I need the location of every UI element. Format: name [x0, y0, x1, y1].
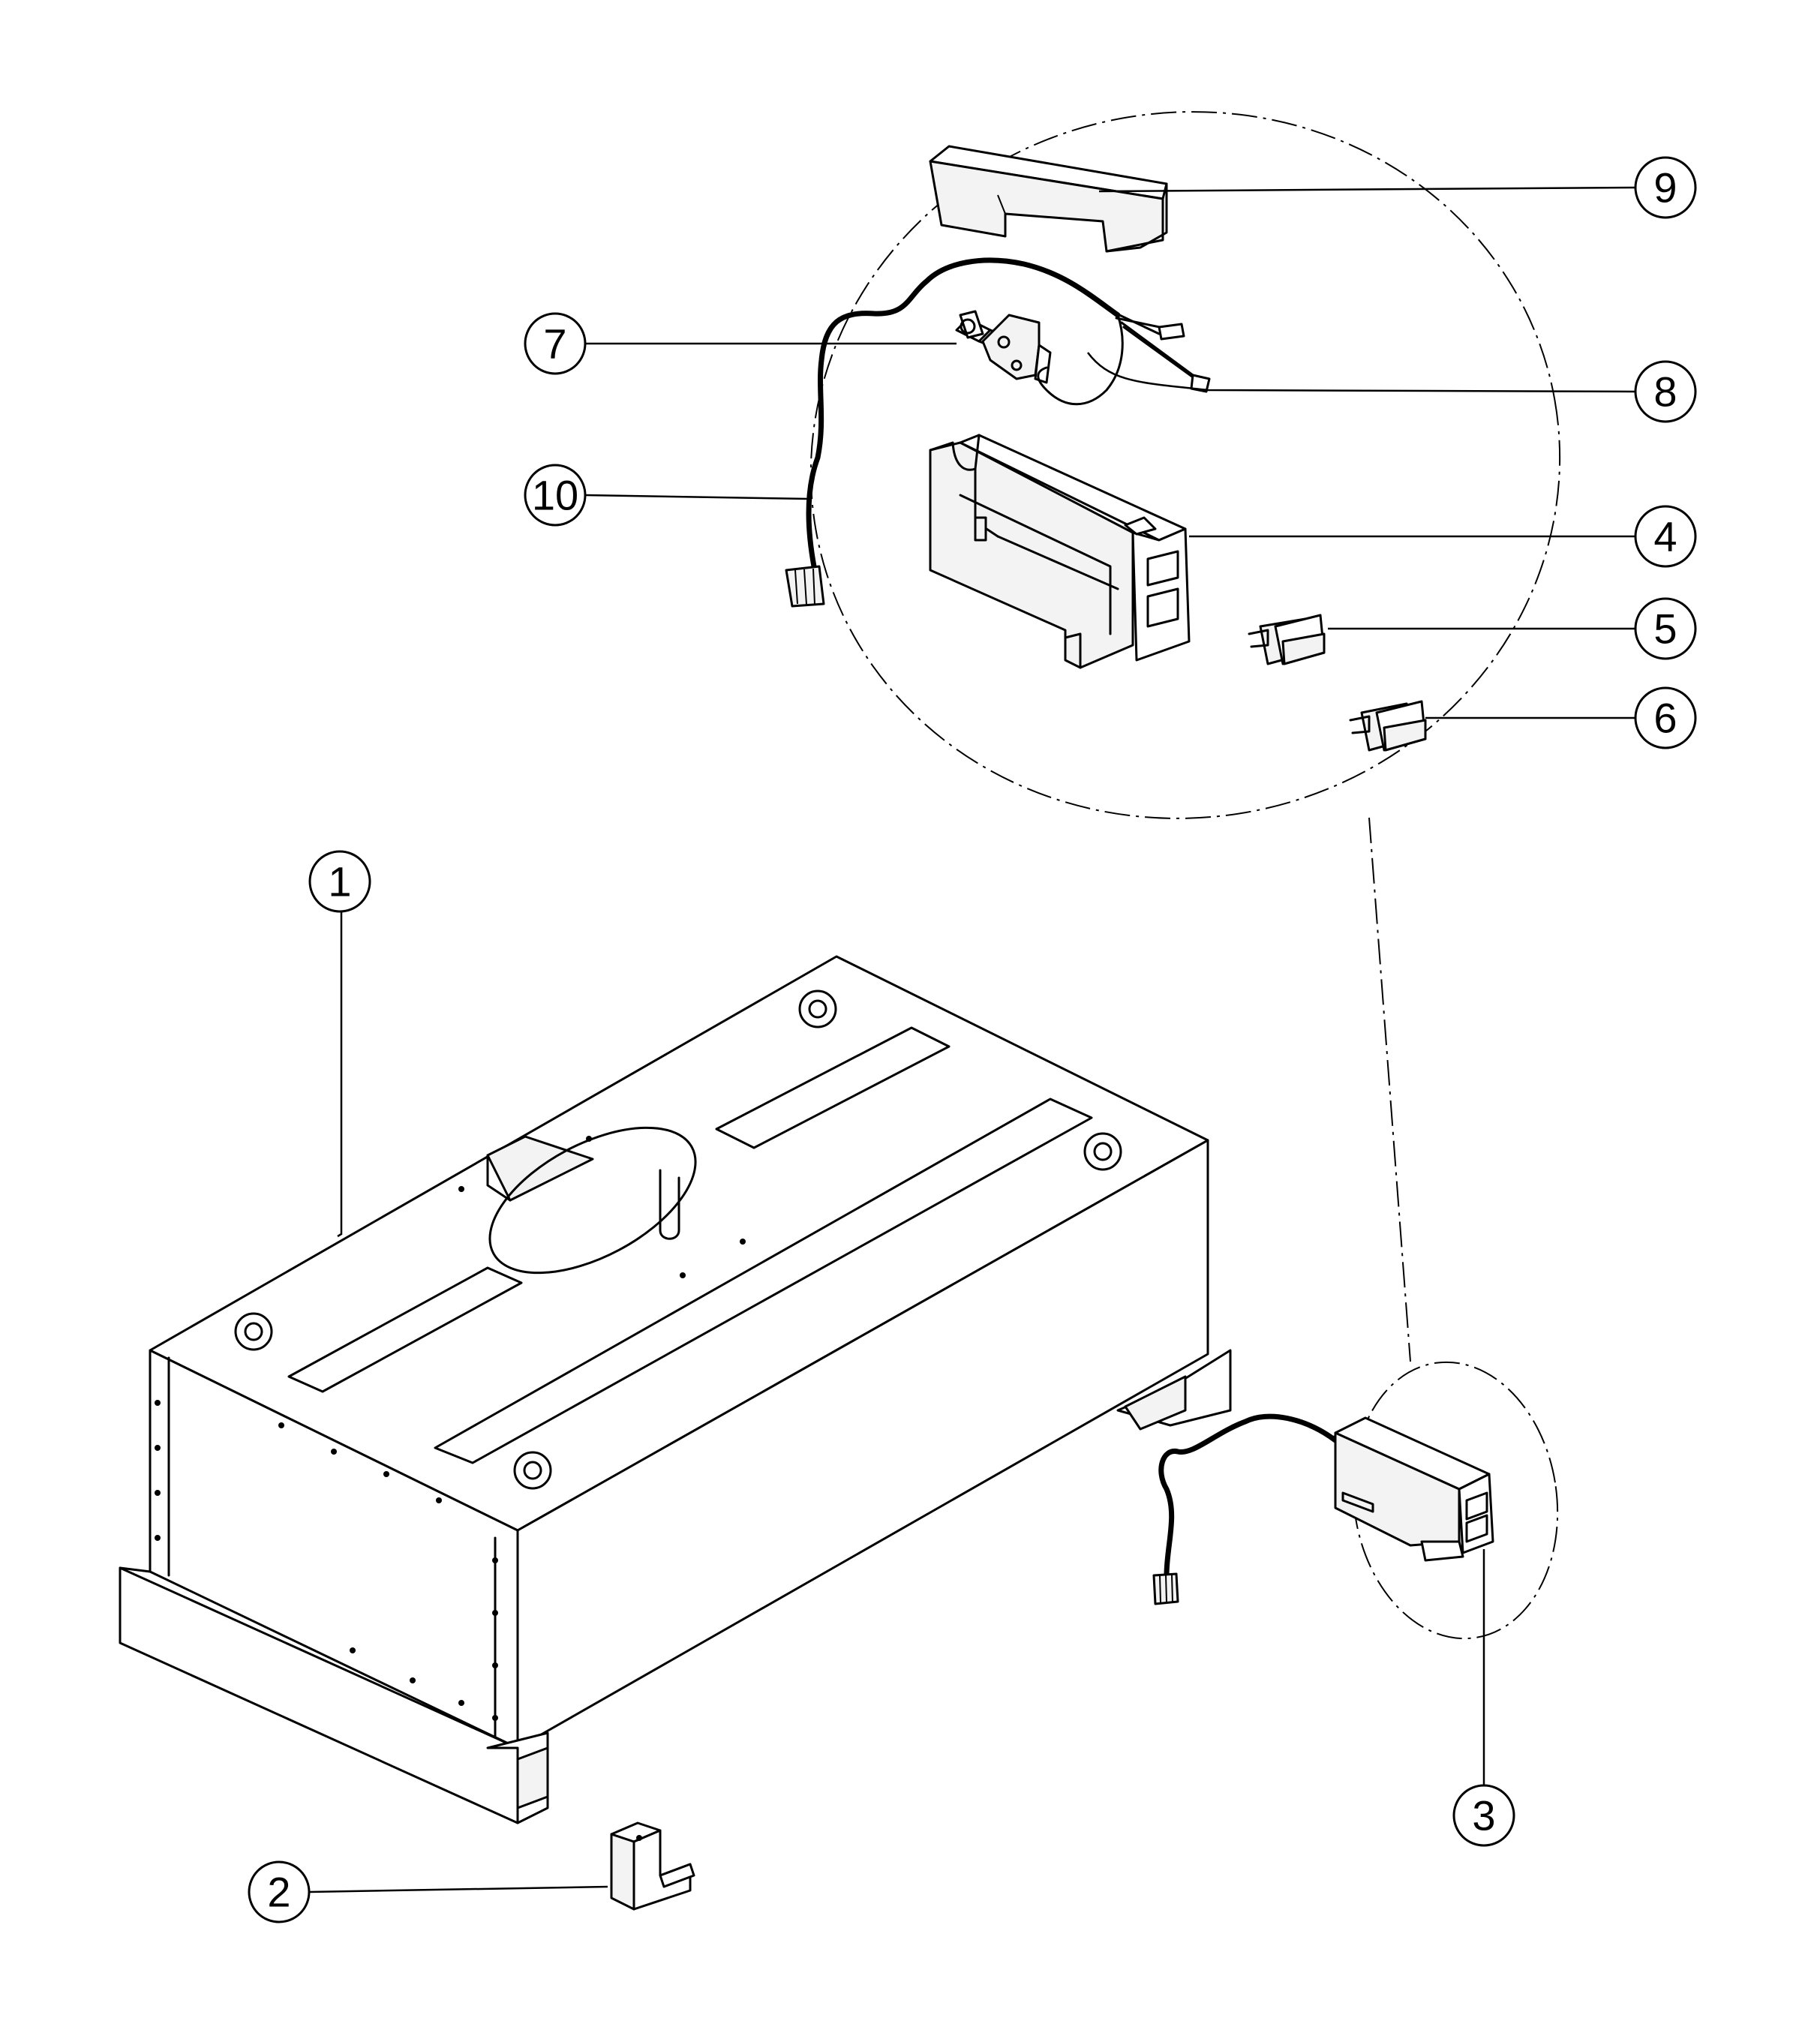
callout-8: 8: [1634, 360, 1697, 423]
part-6-rocker-switch: [1349, 700, 1427, 752]
part-4-switch-housing: [929, 434, 1191, 669]
callout-3: 3: [1452, 1784, 1515, 1847]
callout-6: 6: [1634, 686, 1697, 749]
svg-text:7: 7: [543, 320, 566, 368]
part-10-wire-harness: [785, 257, 1211, 608]
svg-text:8: 8: [1653, 368, 1677, 416]
callout-2: 2: [248, 1860, 311, 1923]
part-9-cover: [929, 145, 1168, 253]
part-2-bracket: [610, 1821, 695, 1911]
svg-text:6: 6: [1653, 695, 1677, 742]
svg-text:9: 9: [1653, 164, 1677, 212]
callout-5: 5: [1634, 597, 1697, 660]
svg-text:3: 3: [1472, 1792, 1495, 1839]
svg-text:5: 5: [1653, 605, 1677, 653]
part-5-rocker-switch: [1248, 614, 1326, 665]
part-3-control-unit: [1152, 1413, 1494, 1605]
svg-text:1: 1: [328, 858, 351, 905]
callout-1: 1: [308, 850, 371, 913]
callout-10: 10: [524, 464, 587, 527]
callout-7: 7: [524, 312, 587, 375]
group-link-line: [1368, 817, 1411, 1362]
svg-text:2: 2: [267, 1869, 290, 1916]
callout-9: 9: [1634, 156, 1697, 219]
svg-text:10: 10: [532, 472, 578, 519]
part-7-micro-switch: [955, 310, 1052, 384]
callout-4: 4: [1634, 505, 1697, 568]
part-1-hood-body: [119, 955, 1232, 1824]
svg-text:4: 4: [1653, 513, 1677, 560]
control-group-boundary: [809, 111, 1561, 819]
